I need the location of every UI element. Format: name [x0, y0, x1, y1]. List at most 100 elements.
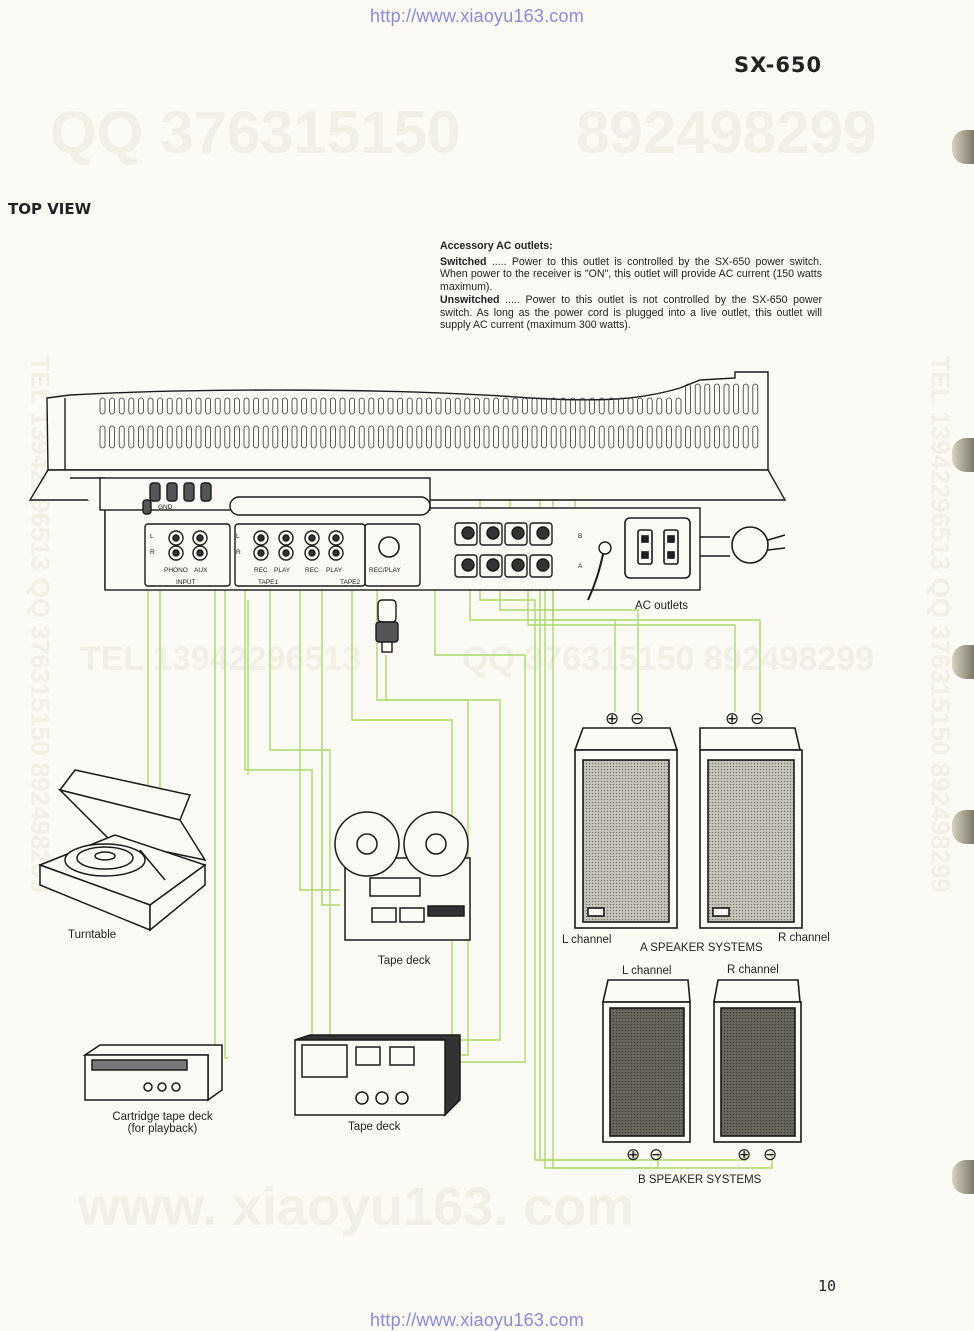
- vent-row-bottom: [99, 425, 759, 449]
- vent-slot: [733, 383, 739, 415]
- speaker-b-left: [601, 979, 691, 1143]
- vent-slot: [570, 397, 576, 415]
- vent-slot: [205, 397, 212, 415]
- input-group-label: INPUT: [176, 579, 196, 586]
- vent-slot: [176, 425, 183, 449]
- turntable-label: Turntable: [68, 929, 117, 941]
- vent-slot: [397, 425, 404, 449]
- ac-note-unswitched: Unswitched ..... Power to this outlet is…: [440, 294, 822, 332]
- ch-r-label: R: [236, 549, 241, 556]
- wire-tape2-c: [351, 560, 458, 1046]
- top-url-link[interactable]: http://www.xiaoyu163.com: [370, 6, 584, 26]
- vent-slot: [233, 397, 240, 415]
- vent-slot: [464, 425, 471, 449]
- vent-slot: [224, 397, 231, 415]
- model-title: SX-650: [734, 53, 823, 77]
- vent-slot: [493, 397, 500, 415]
- vent-slot: [368, 397, 375, 415]
- vent-slot: [233, 425, 240, 449]
- vent-slot: [483, 397, 490, 415]
- vent-slot: [176, 397, 183, 415]
- vent-slot: [502, 425, 509, 449]
- vent-slot: [742, 425, 749, 449]
- vent-slot: [646, 425, 653, 449]
- a-right-channel-label: R channel: [778, 932, 830, 944]
- vent-slot: [329, 397, 336, 415]
- phono-label: PHONO: [164, 567, 188, 574]
- ch-l-label: L: [236, 533, 240, 540]
- wire-b-r-minus: [552, 500, 773, 1169]
- vent-slot: [195, 425, 202, 449]
- vent-slot: [118, 397, 125, 415]
- vent-slot: [666, 397, 672, 415]
- a-left-channel-label: L channel: [562, 934, 612, 946]
- vent-slot: [243, 397, 250, 415]
- binder-ring: [952, 810, 974, 844]
- minus-icon: ⊖: [630, 709, 644, 728]
- vent-slot: [387, 425, 394, 449]
- vent-slot: [704, 383, 711, 415]
- vent-slot: [473, 425, 480, 449]
- tape2-rec-label: REC: [305, 567, 319, 574]
- vent-slot: [301, 397, 308, 415]
- vent-slot: [262, 425, 269, 449]
- speaker-terminal-knob: [536, 526, 550, 540]
- vent-slot: [406, 397, 413, 415]
- switched-text: Power to this outlet is controlled by th…: [440, 255, 823, 294]
- vent-slot: [320, 397, 327, 415]
- din-socket: [378, 536, 400, 558]
- ch-l-label: L: [150, 533, 154, 540]
- vent-slot: [109, 397, 115, 415]
- vent-slot: [560, 397, 567, 415]
- vent-slot: [627, 397, 634, 415]
- vent-slot: [377, 425, 384, 449]
- vent-slot: [714, 425, 720, 449]
- ac-outlets-label: AC outlets: [635, 600, 689, 612]
- rca-jack-center: [257, 534, 265, 542]
- vent-slot: [310, 425, 317, 449]
- vent-slot: [637, 425, 643, 449]
- vent-slot: [723, 383, 730, 415]
- speaker-terminal-knob: [511, 558, 525, 572]
- bottom-url-link[interactable]: http://www.xiaoyu163.com: [370, 1310, 584, 1330]
- vent-slot: [445, 397, 452, 415]
- rear-panel-labels: GND L R PHONO AUX INPUT L R REC PLAY TAP…: [150, 504, 583, 586]
- vent-slot: [157, 425, 164, 449]
- vent-slot: [694, 425, 701, 449]
- speaker-a-left: [573, 727, 679, 929]
- vent-slot: [147, 397, 154, 415]
- vent-slot: [541, 425, 547, 449]
- rca-jacks: [168, 530, 344, 561]
- vent-slot: [685, 425, 691, 449]
- ac-outlet-box: [624, 517, 786, 579]
- cartridge-deck-label-line2: (for playback): [127, 1123, 198, 1135]
- vent-slot: [656, 397, 663, 415]
- speaker-terminal-knob: [461, 526, 475, 540]
- wire-aux: [224, 530, 228, 1059]
- b-left-channel-label: L channel: [622, 965, 672, 977]
- vent-slot: [445, 425, 452, 449]
- vent-slot: [137, 425, 144, 449]
- vent-slot: [502, 397, 509, 415]
- tape1-play-label: PLAY: [274, 567, 291, 574]
- page-number: 10: [818, 1277, 837, 1295]
- vent-slot: [435, 397, 442, 415]
- vent-slot: [358, 397, 365, 415]
- vent-slot: [291, 397, 298, 415]
- wire-din: [385, 655, 501, 1041]
- vent-slot: [118, 425, 125, 449]
- vent-slot: [281, 425, 288, 449]
- vent-slot: [483, 425, 490, 449]
- vent-slot: [694, 383, 701, 415]
- vent-slot: [685, 383, 691, 415]
- vent-slot: [253, 425, 260, 449]
- speaker-terminal-knob: [536, 558, 550, 572]
- gnd-label: GND: [158, 504, 173, 511]
- minus-icon: ⊖: [649, 1145, 663, 1164]
- vent-slot: [598, 425, 605, 449]
- rca-jack-center: [332, 549, 340, 557]
- vent-slot: [512, 425, 519, 449]
- plus-icon: ⊕: [605, 709, 619, 728]
- vent-slot: [397, 397, 404, 415]
